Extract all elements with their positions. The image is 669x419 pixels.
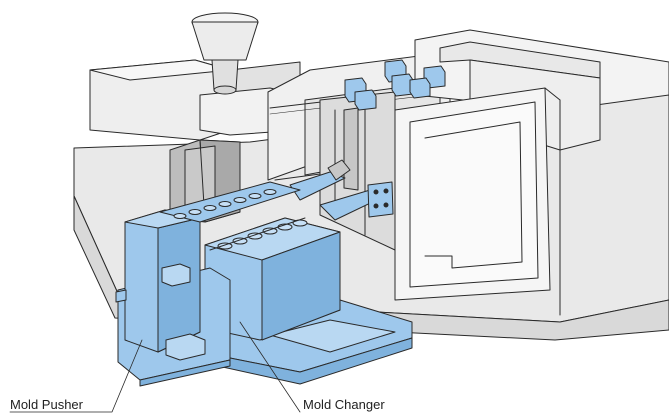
- mold-changer: [199, 217, 413, 385]
- hopper: [191, 12, 259, 95]
- mold-pusher: [115, 181, 301, 387]
- mold-changer-leader: [239, 321, 301, 413]
- mold-changer-label: Mold Changer: [303, 397, 385, 412]
- mold-pusher-label: Mold Pusher: [10, 397, 83, 412]
- safety-door: [394, 87, 561, 316]
- clamp-blocks: [344, 59, 446, 111]
- mold-pusher-leader: [9, 339, 143, 413]
